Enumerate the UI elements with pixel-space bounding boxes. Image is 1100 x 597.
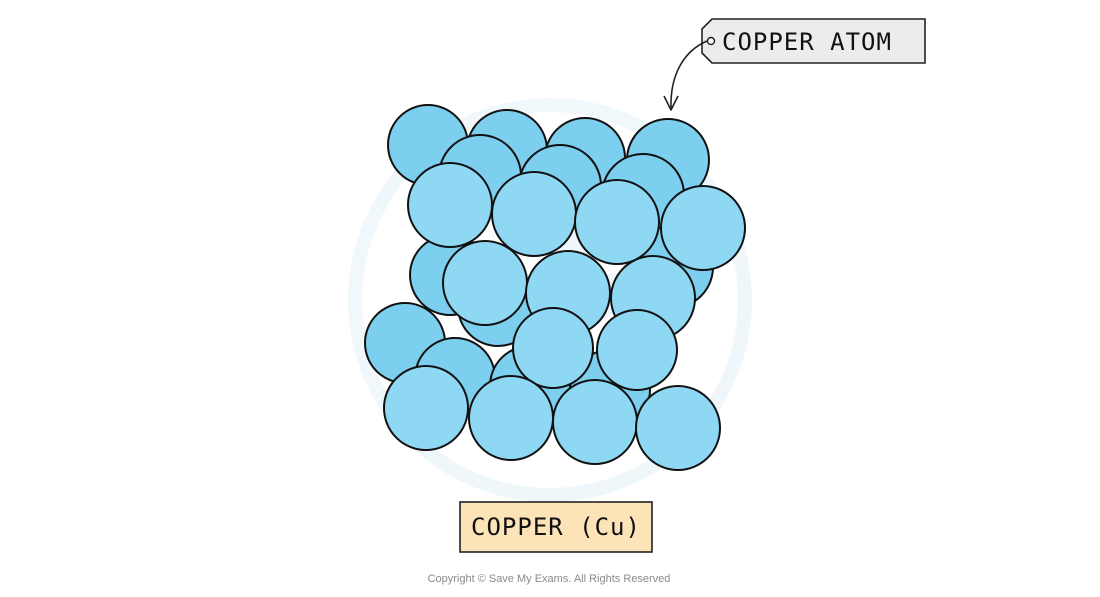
tag-hole-icon <box>706 36 716 46</box>
copper-atom-tag: COPPER ATOM <box>701 18 926 64</box>
copper-atom <box>574 179 660 265</box>
arrow-pointer-icon <box>663 40 708 111</box>
copper-atom <box>468 375 554 461</box>
copper-atom <box>442 240 528 326</box>
copper-atom <box>635 385 721 471</box>
substance-label-box: COPPER (Cu) <box>459 501 653 553</box>
atom-layer-front <box>383 162 746 471</box>
copyright-notice: Copyright © Save My Exams. All Rights Re… <box>428 573 671 585</box>
substance-label: COPPER (Cu) <box>471 513 641 541</box>
copper-atom <box>383 365 469 451</box>
copper-atom <box>660 185 746 271</box>
copper-atom <box>407 162 493 248</box>
copper-atom-label: COPPER ATOM <box>722 28 892 56</box>
copper-atom <box>552 379 638 465</box>
copper-atom <box>512 307 594 389</box>
copper-atom <box>491 171 577 257</box>
copper-atom <box>596 309 678 391</box>
